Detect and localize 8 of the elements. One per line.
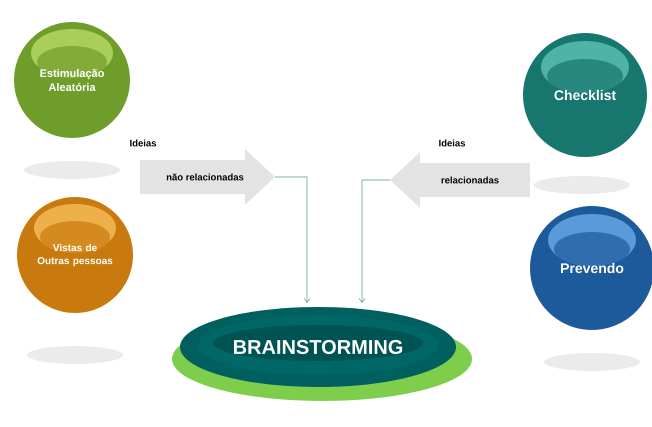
circle-node: Checklist [523,33,647,157]
ellipse-node: BRAINSTORMING [172,307,472,401]
connector-arrow [274,176,310,303]
node-label: Ideias [439,140,466,146]
connector-arrow [358,180,390,303]
node-label: Ideias [130,140,156,146]
circle-node: Vistas de Outras pessoas [17,197,133,313]
circle-node: Estimulação Aleatória [14,22,130,138]
